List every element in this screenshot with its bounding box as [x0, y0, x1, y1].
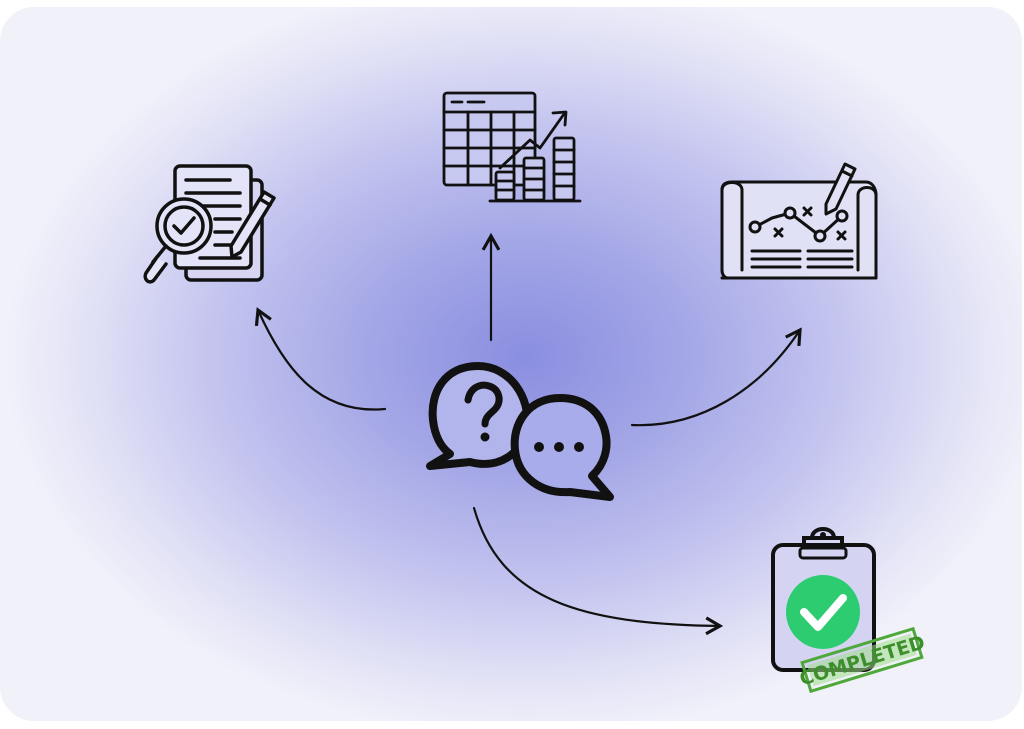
arrow-to-top-right — [630, 327, 802, 427]
check-circle-icon — [786, 575, 860, 649]
plan-map-pencil-icon — [720, 162, 878, 280]
question-and-reply-chat-icon — [426, 362, 614, 501]
spreadsheet-growth-chart-icon — [442, 91, 582, 203]
arrow-to-top-left — [254, 307, 387, 411]
arrow-to-bottom-right — [472, 506, 724, 636]
document-review-magnifier-icon — [143, 164, 276, 284]
completed-clipboard-icon: COMPLETED — [771, 527, 928, 694]
